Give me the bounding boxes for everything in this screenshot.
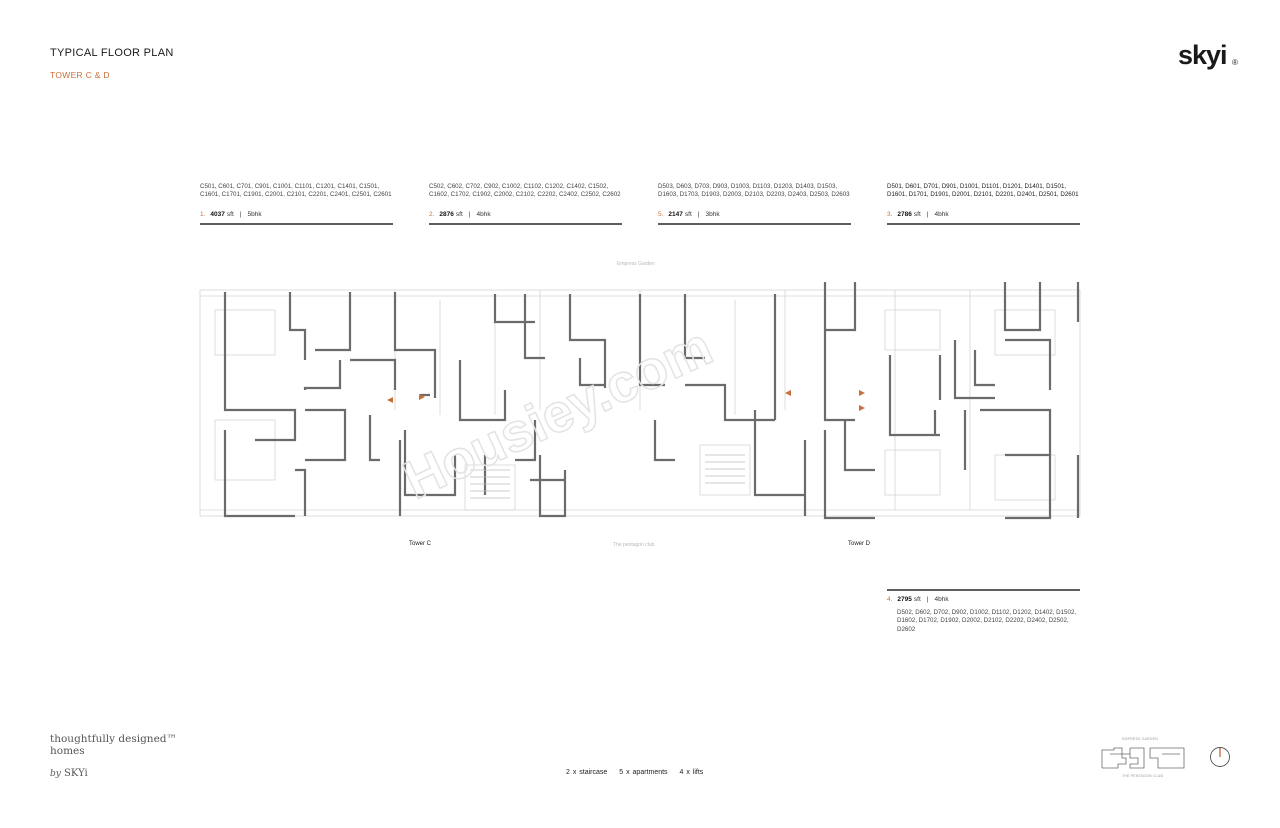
unit-codes: D503, D603, D703, D903, D1003, D1103, D1… [658, 183, 850, 199]
registered-mark: ® [1232, 58, 1238, 67]
byline: by SKYi [50, 768, 88, 779]
unit-card-3: D501, D601, D701, D901, D1001, D1101, D1… [887, 183, 1080, 226]
plan-walls [223, 282, 1080, 520]
unit-area: 2795 [897, 596, 912, 603]
unit-codes: D502, D602, D702, D902, D1002, D1102, D1… [897, 609, 1077, 633]
plan-entry-arrows [387, 390, 865, 411]
unit-rule [887, 589, 1080, 591]
unit-area: 2147 [668, 211, 683, 218]
tagline-line-1: thoughtfully designed™ [50, 733, 178, 745]
unit-number: 1. [200, 211, 206, 218]
unit-codes: C501, C601, C701, C901, C1001, C1101, C1… [200, 183, 392, 199]
unit-separator: | [926, 596, 929, 603]
summary-lifts: 4 x lifts [679, 769, 704, 776]
unit-rule [658, 223, 851, 226]
unit-separator: | [926, 211, 929, 218]
brand-logo: skyi [1178, 40, 1228, 70]
keyplan-top-label: EMPRESS GARDEN [1122, 737, 1158, 741]
byline-brand: SKYi [64, 768, 88, 779]
unit-number: 2. [429, 211, 435, 218]
unit-number: 5. [658, 211, 664, 218]
unit-summary: 3. 2786 sft | 4bhk [887, 211, 1080, 219]
tagline-line-2: homes [50, 744, 85, 757]
watermark-text: Housiey.com [395, 316, 721, 511]
building-summary: 2 x staircase 5 x apartments 4 x lifts [566, 769, 712, 776]
tower-d-label: Tower D [848, 541, 871, 547]
north-compass-icon [1210, 747, 1230, 767]
unit-number: 4. [887, 596, 893, 603]
unit-rule [429, 223, 622, 226]
plan-stairs [470, 454, 745, 499]
unit-type: 4bhk [934, 596, 949, 603]
summary-staircase: 2 x staircase [566, 769, 608, 776]
keyplan-bottom-label: THE PENTAGON CLUB [1122, 774, 1164, 778]
unit-type: 5bhk [247, 211, 262, 218]
unit-codes: D501, D601, D701, D901, D1001, D1101, D1… [887, 183, 1079, 199]
unit-summary: 1. 4037 sft | 5bhk [200, 211, 393, 219]
unit-area: 2876 [439, 211, 454, 218]
page-subtitle: TOWER C & D [50, 70, 110, 80]
summary-apartments: 5 x apartments [619, 769, 668, 776]
unit-area-unit: sft [913, 596, 921, 603]
unit-card-1: C501, C601, C701, C901, C1001, C1101, C1… [200, 183, 393, 226]
floor-plan: Housiey.com [199, 282, 1081, 520]
unit-type: 4bhk [476, 211, 491, 218]
unit-rule [887, 223, 1080, 226]
unit-area-unit: sft [684, 211, 692, 218]
unit-separator: | [697, 211, 700, 218]
unit-separator: | [468, 211, 471, 218]
unit-card-2: C502, C602, C702, C902, C1002, C1102, C1… [429, 183, 622, 226]
unit-codes: C502, C602, C702, C902, C1002, C1102, C1… [429, 183, 621, 199]
unit-summary: 2. 2876 sft | 4bhk [429, 211, 622, 219]
unit-card-4: 4. 2795 sft | 4bhk D502, D602, D702, D90… [887, 589, 1080, 635]
plan-thin-lines [199, 289, 1081, 517]
unit-area-unit: sft [226, 211, 234, 218]
byline-by: by [50, 769, 61, 779]
tower-c-label: Tower C [409, 541, 432, 547]
unit-area: 2786 [897, 211, 912, 218]
unit-summary: 5. 2147 sft | 3bhk [658, 211, 851, 219]
page-title: TYPICAL FLOOR PLAN [50, 47, 174, 59]
plan-top-label: Empress Garden [617, 261, 655, 267]
unit-area-unit: sft [913, 211, 921, 218]
unit-card-5: D503, D603, D703, D903, D1003, D1103, D1… [658, 183, 851, 226]
unit-area-unit: sft [455, 211, 463, 218]
tagline: thoughtfully designed™ homes [50, 733, 178, 757]
unit-area: 4037 [210, 211, 225, 218]
unit-type: 4bhk [934, 211, 949, 218]
unit-separator: | [239, 211, 242, 218]
key-plan [1101, 747, 1185, 769]
unit-summary: 4. 2795 sft | 4bhk [887, 596, 1080, 604]
unit-rule [200, 223, 393, 226]
unit-type: 3bhk [705, 211, 720, 218]
plan-bottom-label: The pentagon club [613, 542, 655, 548]
unit-number: 3. [887, 211, 893, 218]
